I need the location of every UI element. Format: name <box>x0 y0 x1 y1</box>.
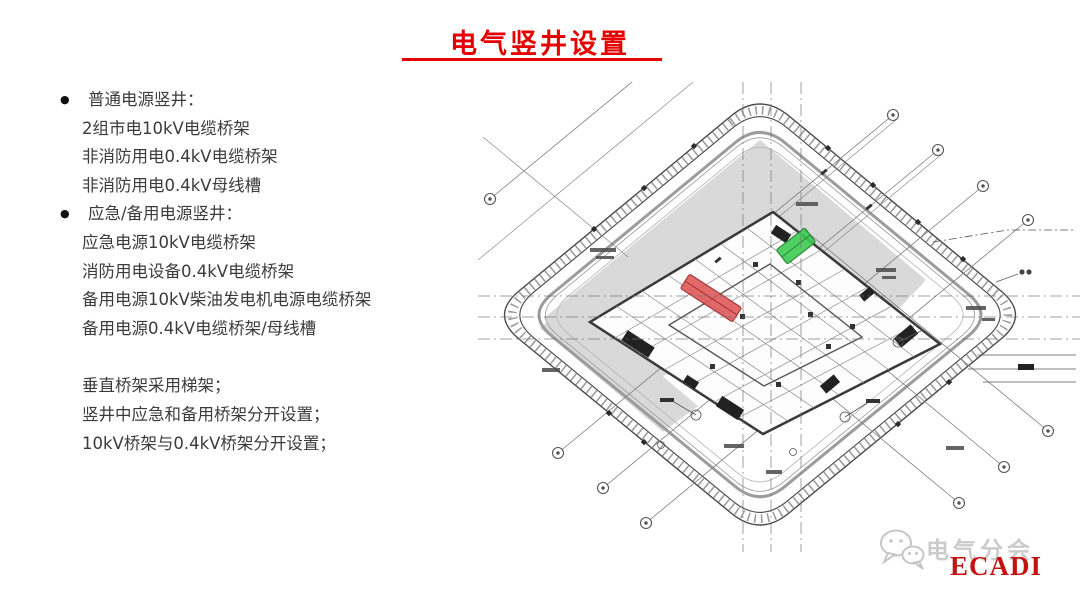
page-title: 电气竖井设置 <box>450 29 630 60</box>
list-line-6: 应急电源10kV电缆桥架 <box>82 232 256 252</box>
list-line-11: 竖井中应急和备用桥架分开设置； <box>82 404 330 424</box>
annotation-marks <box>542 202 995 474</box>
building-core <box>587 210 943 436</box>
watermark-text: 电气分会 <box>926 538 1034 564</box>
list-line-4: 非消防用电0.4kV母线槽 <box>82 175 262 195</box>
red-shaft-highlight <box>680 274 742 322</box>
list-line-3: 非消防用电0.4kV电缆桥架 <box>82 147 278 167</box>
list-line-5: 应急/备用电源竖井： <box>58 200 478 229</box>
list-line-9: 备用电源0.4kV电缆桥架/母线槽 <box>82 318 317 338</box>
core-fixtures <box>710 262 855 387</box>
wechat-icon <box>876 524 928 578</box>
list-line-2: 2组市电10kV电缆桥架 <box>82 118 250 138</box>
list-line-10: 垂直桥架采用梯架； <box>82 376 231 396</box>
list-line-7: 消防用电设备0.4kV电缆桥架 <box>82 261 295 281</box>
floor-plan-drawing <box>477 76 1080 552</box>
bullet-list: 普通电源竖井： 2组市电10kV电缆桥架 非消防用电0.4kV电缆桥架 非消防用… <box>58 86 478 458</box>
core-corridor-ring <box>667 263 864 387</box>
ecadi-logo: ECADI <box>950 551 1043 581</box>
list-line-8: 备用电源10kV柴油发电机电源电缆桥架 <box>82 290 372 310</box>
axis-bubbles <box>483 108 1055 530</box>
leader-annotations <box>657 229 1076 456</box>
core-wall-blobs <box>621 224 919 421</box>
centerlines <box>478 82 1080 552</box>
list-line-12: 10kV桥架与0.4kV桥架分开设置； <box>82 433 336 453</box>
list-line-1: 普通电源竖井： <box>58 86 478 115</box>
green-shaft-highlight <box>776 228 816 264</box>
core-room-grid <box>614 227 917 422</box>
title-underline <box>402 58 662 61</box>
